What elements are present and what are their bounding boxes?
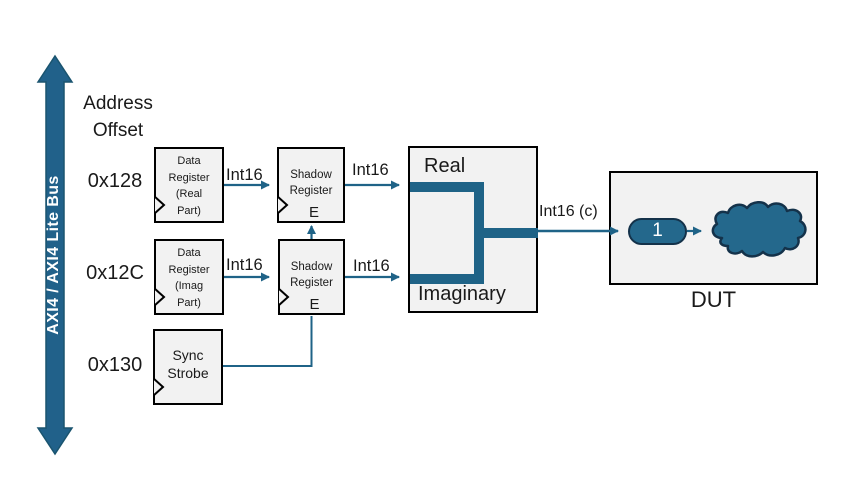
int16-label-real-out: Int16 <box>352 161 389 179</box>
dut-box: 1 <box>609 171 818 285</box>
combiner-merge-shape <box>479 228 538 238</box>
offset-label-0x128: 0x128 <box>87 170 143 192</box>
dut-label: DUT <box>690 287 737 312</box>
shadow-register-real-block: Shadow Register E <box>277 147 345 223</box>
int16-complex-label: Int16 (c) <box>539 203 598 220</box>
clock-input-icon <box>278 287 290 307</box>
clock-input-icon <box>154 195 166 215</box>
int16-label-imag-in: Int16 <box>226 256 263 274</box>
clock-input-icon <box>154 287 166 307</box>
address-offset-title: Address Offset <box>83 93 153 141</box>
clock-input-icon <box>153 377 165 397</box>
cloud-icon <box>711 201 807 258</box>
combiner-merge-shape <box>410 182 484 192</box>
combiner-merge-shape <box>410 274 484 284</box>
shadow-register-label: Shadow Register <box>290 261 333 289</box>
bus-label: AXI4 / AXI4 Lite Bus <box>45 175 62 335</box>
data-register-real-block: Data Register (Real Part) <box>154 147 224 223</box>
clock-input-icon <box>277 195 289 215</box>
int16-label-real-in: Int16 <box>226 166 263 184</box>
wire-sync-strobe <box>223 316 313 367</box>
stage-badge: 1 <box>628 218 687 245</box>
data-register-imag-label: Data Register (Imag Part) <box>168 247 210 309</box>
int16-label-imag-out: Int16 <box>353 257 390 275</box>
sync-strobe-block: Sync Strobe <box>153 329 223 405</box>
offset-label-0x12c: 0x12C <box>86 262 144 284</box>
data-register-real-label: Data Register (Real Part) <box>168 155 210 217</box>
combiner-real-label: Real <box>424 155 466 177</box>
data-register-imag-block: Data Register (Imag Part) <box>154 239 224 315</box>
bus-double-arrow-icon <box>36 54 74 456</box>
enable-input-label: E <box>308 204 319 221</box>
shadow-register-imag-block: Shadow Register E <box>278 239 345 315</box>
enable-input-label: E <box>309 296 320 313</box>
combiner-imaginary-label: Imaginary <box>418 283 506 305</box>
offset-label-0x130: 0x130 <box>87 354 143 376</box>
combiner-block: Real Imaginary <box>408 146 538 313</box>
shadow-register-label: Shadow Register <box>289 169 333 197</box>
sync-strobe-label: Sync Strobe <box>167 347 209 381</box>
